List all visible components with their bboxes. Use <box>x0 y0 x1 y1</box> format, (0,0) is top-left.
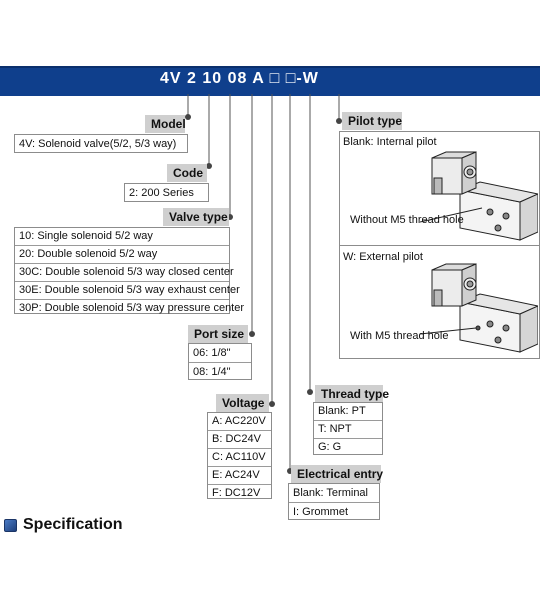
specification-title: Specification <box>23 516 123 533</box>
electrical-entry-options: Blank: Terminal I: Grommet <box>288 483 380 520</box>
pilot-external-note: With M5 thread hole <box>350 330 449 342</box>
voltage-option: A: AC220V <box>208 413 271 431</box>
thread-type-label: Thread type <box>315 385 389 403</box>
thread-type-option: G: G <box>318 441 342 453</box>
valve-type-option: 10: Single solenoid 5/2 way <box>15 228 229 246</box>
square-bullet-icon <box>4 518 17 532</box>
electrical-entry-option: Blank: Terminal <box>289 484 379 503</box>
voltage-label: Voltage <box>216 394 269 412</box>
model-label: Model <box>145 115 186 133</box>
code-options: 2: 200 Series <box>124 183 209 202</box>
code-option: 2: 200 Series <box>129 187 194 199</box>
port-size-label: Port size <box>188 325 248 343</box>
thread-type-option: Blank: PT <box>314 403 382 421</box>
valve-type-option: 30E: Double solenoid 5/3 way exhaust cen… <box>15 282 240 300</box>
voltage-option: E: AC24V <box>208 467 271 485</box>
pilot-internal-label: Blank: Internal pilot <box>343 136 437 148</box>
pilot-type-label: Pilot type <box>342 112 402 130</box>
pilot-external-label: W: External pilot <box>343 251 423 263</box>
electrical-entry-label: Electrical entry <box>291 465 383 483</box>
internal-pilot-valve-image <box>420 151 538 241</box>
voltage-option: B: DC24V <box>208 431 271 449</box>
pilot-divider <box>339 245 540 246</box>
pilot-internal-note: Without M5 thread hole <box>350 214 464 226</box>
model-code: 4V 2 10 08 A □ □-W <box>160 70 319 87</box>
valve-type-option: 20: Double solenoid 5/2 way <box>15 246 229 264</box>
thread-type-options: Blank: PT T: NPT G: G <box>313 402 383 455</box>
valve-type-options: 10: Single solenoid 5/2 way 20: Double s… <box>14 227 245 314</box>
code-label: Code <box>167 164 207 182</box>
model-code-bar <box>0 66 540 96</box>
port-size-option: 06: 1/8" <box>189 344 251 363</box>
valve-type-label: Valve type <box>163 208 229 226</box>
model-option: 4V: Solenoid valve(5/2, 5/3 way) <box>19 138 177 150</box>
port-size-option: 08: 1/4" <box>193 366 231 378</box>
electrical-entry-option: I: Grommet <box>293 506 349 518</box>
valve-type-option: 30C: Double solenoid 5/3 way closed cent… <box>15 264 234 282</box>
external-pilot-valve-image <box>420 263 538 353</box>
model-options: 4V: Solenoid valve(5/2, 5/3 way) <box>14 134 188 153</box>
voltage-option: C: AC110V <box>208 449 271 467</box>
port-size-options: 06: 1/8" 08: 1/4" <box>188 343 252 380</box>
thread-type-option: T: NPT <box>314 421 382 439</box>
specification-heading: Specification <box>4 514 123 536</box>
valve-type-option: 30P: Double solenoid 5/3 way pressure ce… <box>19 302 245 314</box>
voltage-option: F: DC12V <box>212 487 261 499</box>
voltage-options: A: AC220V B: DC24V C: AC110V E: AC24V F:… <box>207 412 272 499</box>
